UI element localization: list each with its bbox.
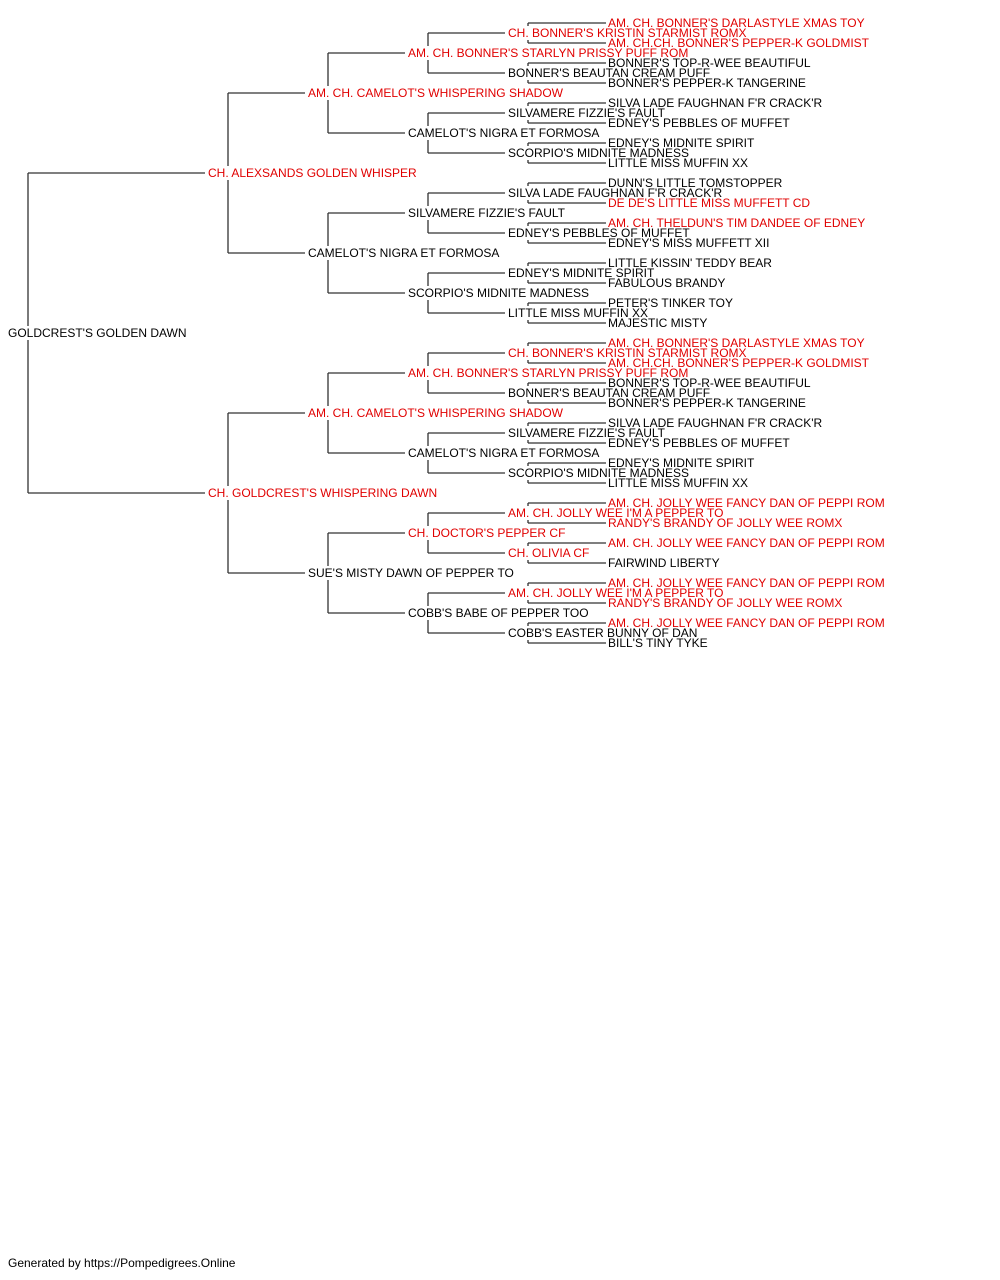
- ancestor-name: AM. CH. BONNER'S DARLASTYLE XMAS TOY: [608, 16, 865, 30]
- ancestor-name: AM. CH. JOLLY WEE FANCY DAN OF PEPPI ROM: [608, 576, 885, 590]
- ancestor-name: CH. BONNER'S KRISTIN STARMIST ROMX: [508, 346, 747, 360]
- ancestor-name: FAIRWIND LIBERTY: [608, 556, 720, 570]
- ancestor-name: SUE'S MISTY DAWN OF PEPPER TO: [308, 566, 514, 580]
- ancestor-name: PETER'S TINKER TOY: [608, 296, 733, 310]
- ancestor-name: RANDY'S BRANDY OF JOLLY WEE ROMX: [608, 516, 842, 530]
- ancestor-name: CH. GOLDCREST'S WHISPERING DAWN: [208, 486, 437, 500]
- ancestor-name: MAJESTIC MISTY: [608, 316, 707, 330]
- ancestor-name: EDNEY'S PEBBLES OF MUFFET: [608, 436, 790, 450]
- ancestor-name: BONNER'S TOP-R-WEE BEAUTIFUL: [608, 56, 811, 70]
- ancestor-name: EDNEY'S MIDNITE SPIRIT: [608, 136, 755, 150]
- ancestor-name: SCORPIO'S MIDNITE MADNESS: [508, 146, 689, 160]
- ancestor-name: COBB'S BABE OF PEPPER TOO: [408, 606, 589, 620]
- ancestor-name: AM. CH. JOLLY WEE I'M A PEPPER TO: [508, 586, 723, 600]
- ancestor-name: EDNEY'S PEBBLES OF MUFFET: [608, 116, 790, 130]
- ancestor-name: SCORPIO'S MIDNITE MADNESS: [408, 286, 589, 300]
- ancestor-name: CH. BONNER'S KRISTIN STARMIST ROMX: [508, 26, 747, 40]
- ancestor-name: AM. CH.CH. BONNER'S PEPPER-K GOLDMIST: [608, 356, 870, 370]
- ancestor-name: CAMELOT'S NIGRA ET FORMOSA: [408, 126, 599, 140]
- ancestor-name: EDNEY'S MISS MUFFETT XII: [608, 236, 769, 250]
- ancestor-name: AM. CH. CAMELOT'S WHISPERING SHADOW: [308, 86, 564, 100]
- ancestor-name: FABULOUS BRANDY: [608, 276, 725, 290]
- ancestor-name: AM. CH. JOLLY WEE FANCY DAN OF PEPPI ROM: [608, 496, 885, 510]
- ancestor-name: DUNN'S LITTLE TOMSTOPPER: [608, 176, 783, 190]
- ancestor-name: CH. ALEXSANDS GOLDEN WHISPER: [208, 166, 417, 180]
- ancestor-name: BONNER'S PEPPER-K TANGERINE: [608, 76, 806, 90]
- generated-by-footer: Generated by https://Pompedigrees.Online: [8, 1256, 236, 1270]
- ancestor-name: BONNER'S TOP-R-WEE BEAUTIFUL: [608, 376, 811, 390]
- ancestor-name: CH. OLIVIA CF: [508, 546, 589, 560]
- subject-dog-name: GOLDCREST'S GOLDEN DAWN: [8, 326, 187, 340]
- ancestor-name: CH. DOCTOR'S PEPPER CF: [408, 526, 565, 540]
- ancestor-name: BILL'S TINY TYKE: [608, 636, 708, 650]
- ancestor-name: AM. CH.CH. BONNER'S PEPPER-K GOLDMIST: [608, 36, 870, 50]
- ancestor-name: AM. CH. CAMELOT'S WHISPERING SHADOW: [308, 406, 564, 420]
- ancestor-name: COBB'S EASTER BUNNY OF DAN: [508, 626, 697, 640]
- ancestor-name: AM. CH. JOLLY WEE I'M A PEPPER TO: [508, 506, 723, 520]
- ancestor-name: SILVAMERE FIZZIE'S FAULT: [508, 426, 666, 440]
- ancestor-name: EDNEY'S MIDNITE SPIRIT: [608, 456, 755, 470]
- ancestor-name: BONNER'S BEAUTAN CREAM PUFF: [508, 66, 710, 80]
- ancestor-name: SILVA LADE FAUGHNAN F'R CRACK'R: [608, 416, 823, 430]
- ancestor-name: EDNEY'S MIDNITE SPIRIT: [508, 266, 655, 280]
- ancestor-name: AM. CH. JOLLY WEE FANCY DAN OF PEPPI ROM: [608, 536, 885, 550]
- ancestor-name: SILVA LADE FAUGHNAN F'R CRACK'R: [508, 186, 723, 200]
- ancestor-name: CAMELOT'S NIGRA ET FORMOSA: [308, 246, 499, 260]
- ancestor-name: EDNEY'S PEBBLES OF MUFFET: [508, 226, 690, 240]
- ancestor-name: SILVAMERE FIZZIE'S FAULT: [508, 106, 666, 120]
- ancestor-name: BONNER'S BEAUTAN CREAM PUFF: [508, 386, 710, 400]
- ancestor-name: LITTLE KISSIN' TEDDY BEAR: [608, 256, 772, 270]
- ancestor-name: AM. CH. BONNER'S STARLYN PRISSY PUFF ROM: [408, 46, 688, 60]
- ancestor-name: AM. CH. THELDUN'S TIM DANDEE OF EDNEY: [608, 216, 865, 230]
- ancestor-name: AM. CH. BONNER'S STARLYN PRISSY PUFF ROM: [408, 366, 688, 380]
- ancestor-name: SCORPIO'S MIDNITE MADNESS: [508, 466, 689, 480]
- ancestor-name: LITTLE MISS MUFFIN XX: [608, 156, 748, 170]
- pedigree-tree: AM. CH. BONNER'S DARLASTYLE XMAS TOY AM. …: [8, 16, 885, 650]
- ancestor-name: SILVAMERE FIZZIE'S FAULT: [408, 206, 566, 220]
- ancestor-name: LITTLE MISS MUFFIN XX: [608, 476, 748, 490]
- ancestor-name: DE DE'S LITTLE MISS MUFFETT CD: [608, 196, 810, 210]
- ancestor-name: AM. CH. BONNER'S DARLASTYLE XMAS TOY: [608, 336, 865, 350]
- ancestor-name: CAMELOT'S NIGRA ET FORMOSA: [408, 446, 599, 460]
- ancestor-name: BONNER'S PEPPER-K TANGERINE: [608, 396, 806, 410]
- ancestor-name: AM. CH. JOLLY WEE FANCY DAN OF PEPPI ROM: [608, 616, 885, 630]
- ancestor-name: SILVA LADE FAUGHNAN F'R CRACK'R: [608, 96, 823, 110]
- ancestor-name: RANDY'S BRANDY OF JOLLY WEE ROMX: [608, 596, 842, 610]
- ancestor-name: LITTLE MISS MUFFIN XX: [508, 306, 648, 320]
